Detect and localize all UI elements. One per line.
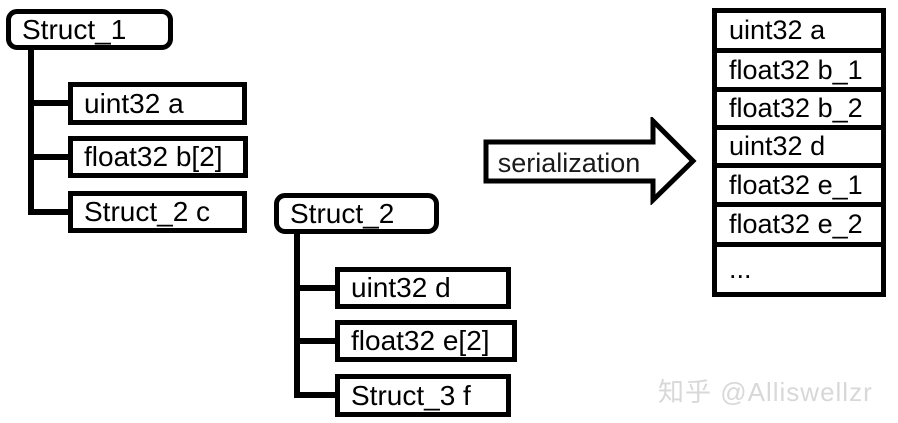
tree1-root-node: Struct_1 [6,9,173,50]
tree1-child-node: float32 b[2] [68,136,248,178]
arrow-label: serialization [498,148,641,178]
tree1-branch-line-3 [28,209,68,215]
serialized-memory-column: uint32 a float32 b_1 float32 b_2 uint32 … [712,8,886,297]
memory-row: uint32 d [712,125,886,168]
tree1-child-label: uint32 a [84,87,184,119]
memory-row-label: float32 e_1 [729,169,863,200]
tree1-root-label: Struct_1 [22,13,127,45]
watermark-text: 知乎 @Alliswellzr [658,377,873,407]
tree1-child-node: Struct_2 c [68,191,247,233]
memory-row-label: uint32 a [729,15,826,45]
right-arrow-icon: serialization [483,117,697,205]
tree2-trunk-line [294,234,300,398]
tree1-child-node: uint32 a [68,82,247,125]
serialization-arrow: serialization [482,117,698,205]
tree2-root-label: Struct_2 [290,197,395,229]
arrow-shape [483,117,697,205]
memory-row-ellipsis: ... [712,242,886,297]
memory-row: float32 b_2 [712,87,886,130]
tree2-branch-line-2 [294,338,335,344]
tree1-trunk-line [28,50,34,215]
tree1-child-label: float32 b[2] [84,141,223,172]
memory-row-label: float32 b_2 [729,93,863,123]
tree2-root-node: Struct_2 [274,193,439,234]
memory-row-label: ... [729,254,752,284]
tree2-child-label: Struct_3 f [351,379,471,411]
memory-row-label: float32 b_1 [729,54,863,85]
memory-row: float32 e_2 [712,202,886,247]
tree2-child-node: float32 e[2] [335,320,517,362]
tree2-child-label: uint32 d [351,272,451,303]
memory-row-label: uint32 d [729,131,826,161]
tree2-branch-line-1 [294,285,335,291]
memory-row-label: float32 e_2 [729,209,863,239]
tree1-branch-line-1 [28,100,68,106]
tree2-child-node: Struct_3 f [335,374,511,417]
memory-row: float32 b_1 [712,48,886,92]
memory-row: float32 e_1 [712,163,886,207]
tree2-child-node: uint32 d [335,267,511,309]
tree2-child-label: float32 e[2] [351,325,490,356]
memory-row: uint32 a [712,8,886,53]
tree2-branch-line-3 [294,392,335,398]
tree1-branch-line-2 [28,154,68,160]
tree1-child-label: Struct_2 c [84,196,211,227]
